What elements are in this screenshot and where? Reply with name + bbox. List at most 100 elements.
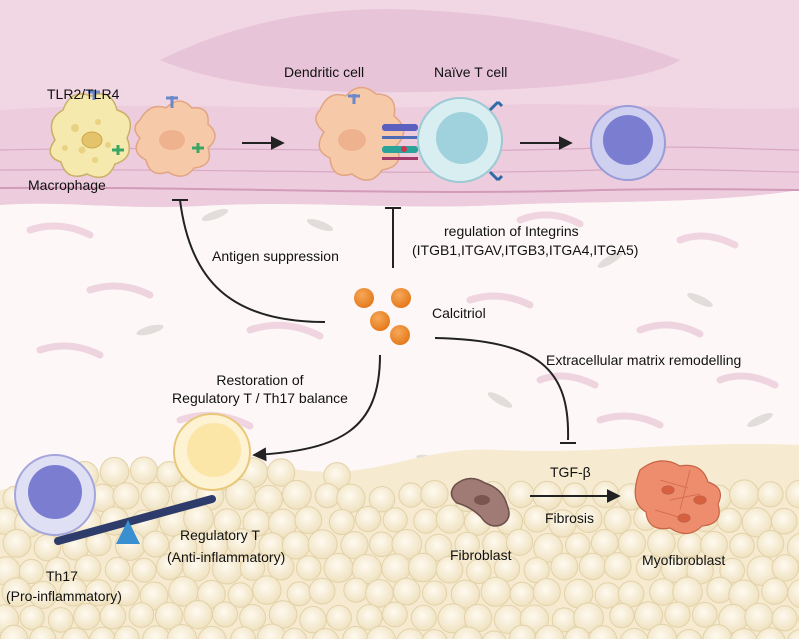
fat-cell: [617, 529, 647, 558]
fat-cell: [155, 601, 183, 630]
fat-cell: [435, 504, 465, 534]
ecm-remodelling-line: [434, 337, 570, 441]
fat-cell: [268, 600, 298, 629]
fat-cell: [197, 625, 227, 639]
fat-cell: [550, 552, 579, 581]
fat-cell: [564, 626, 591, 639]
fat-cell: [609, 602, 635, 629]
antigen-suppression-label: Antigen suppression: [212, 248, 339, 264]
fat-cell: [323, 552, 354, 583]
fat-cell: [702, 624, 733, 639]
dendritic-cell: [315, 86, 405, 181]
fat-cell: [226, 528, 257, 558]
seesaw: [54, 495, 216, 545]
fat-cell: [368, 531, 395, 558]
anti-inflammatory-label: (Anti-inflammatory): [167, 549, 286, 565]
fat-cell: [422, 580, 448, 606]
fat-cell: [281, 479, 312, 510]
fibroblast-cell: [450, 477, 510, 527]
fat-cell: [286, 581, 312, 607]
fat-cell: [73, 603, 101, 631]
fat-cell: [757, 481, 784, 508]
fat-cell: [620, 627, 649, 639]
fat-cell: [328, 509, 355, 535]
macrophage-label: Macrophage: [28, 177, 106, 193]
fat-cell: [28, 626, 57, 639]
fat-cell: [787, 629, 799, 639]
dendritic-cell-label: Dendritic cell: [284, 64, 365, 80]
fat-cell: [343, 577, 369, 603]
fat-cell: [634, 601, 664, 631]
fat-cell: [719, 557, 746, 584]
myofibroblast-cells: [634, 460, 721, 535]
fat-cell: [112, 482, 140, 510]
fat-cell: [168, 533, 198, 562]
integrins-label-line2: (ITGB1,ITGAV,ITGB3,ITGA4,ITGA5): [412, 242, 639, 258]
fat-cell: [410, 604, 437, 632]
fat-cell: [392, 577, 421, 606]
fat-cell: [342, 625, 369, 639]
ecm-remodelling-label: Extracellular matrix remodelling: [546, 352, 742, 368]
antigen-suppression-line: [179, 199, 326, 323]
pro-inflammatory-label: (Pro-inflammatory): [6, 588, 122, 604]
regulatory-t-label: Regulatory T: [180, 527, 260, 543]
fat-cell: [74, 554, 102, 582]
fat-cell: [532, 578, 561, 606]
fat-cell: [398, 482, 424, 508]
fat-cell: [454, 531, 481, 558]
fat-cell: [574, 505, 603, 533]
fat-cell: [340, 531, 369, 560]
fat-cell: [314, 483, 340, 509]
fat-cell: [396, 628, 425, 639]
fat-cell: [166, 624, 198, 639]
fat-cell: [647, 529, 676, 558]
restoration-label-line1: Restoration of: [216, 372, 304, 388]
fat-cell: [336, 483, 366, 513]
fat-cell: [212, 601, 239, 628]
fat-cell: [450, 579, 480, 609]
fat-cell: [534, 624, 565, 639]
fat-cell: [113, 579, 140, 607]
fat-cell: [295, 555, 322, 581]
fat-cell: [649, 578, 677, 606]
fat-cell: [588, 625, 618, 639]
fat-cell: [420, 480, 449, 509]
naive-t-cell-label: Naïve T cell: [434, 64, 508, 80]
fat-cell: [424, 533, 453, 562]
fat-cell: [435, 555, 464, 584]
myofibroblast-label: Myofibroblast: [642, 552, 726, 568]
naive-t-cell: [417, 97, 504, 183]
fat-cell: [252, 575, 282, 605]
fat-cell: [787, 578, 799, 608]
fat-cell: [99, 602, 127, 630]
fat-cell: [573, 602, 604, 634]
fat-cell: [45, 557, 71, 583]
fat-cell: [0, 624, 29, 639]
fat-cell: [19, 605, 45, 631]
fat-cell: [509, 581, 535, 607]
fat-cell: [382, 507, 408, 533]
fat-cell: [104, 556, 131, 583]
fat-cell: [507, 480, 535, 508]
calcitriol-molecules: [354, 288, 411, 345]
fat-cell: [786, 533, 799, 563]
fat-cell: [785, 479, 799, 509]
fat-cell: [368, 486, 396, 513]
fat-cell: [603, 506, 632, 535]
fat-cell: [230, 626, 257, 639]
fat-cell: [730, 628, 758, 639]
tlr-label: TLR2/TLR4: [47, 86, 120, 102]
fat-cell: [691, 601, 718, 628]
arrows: [172, 136, 621, 503]
fat-cell: [729, 532, 755, 559]
fat-cell: [480, 576, 511, 607]
fat-cell: [771, 554, 799, 582]
fat-cell: [308, 577, 336, 605]
fat-cell: [28, 580, 58, 609]
fat-cell: [770, 507, 798, 535]
fibroblast-label: Fibroblast: [450, 547, 512, 563]
fat-cell: [533, 533, 563, 563]
th17-cell: [14, 454, 96, 536]
